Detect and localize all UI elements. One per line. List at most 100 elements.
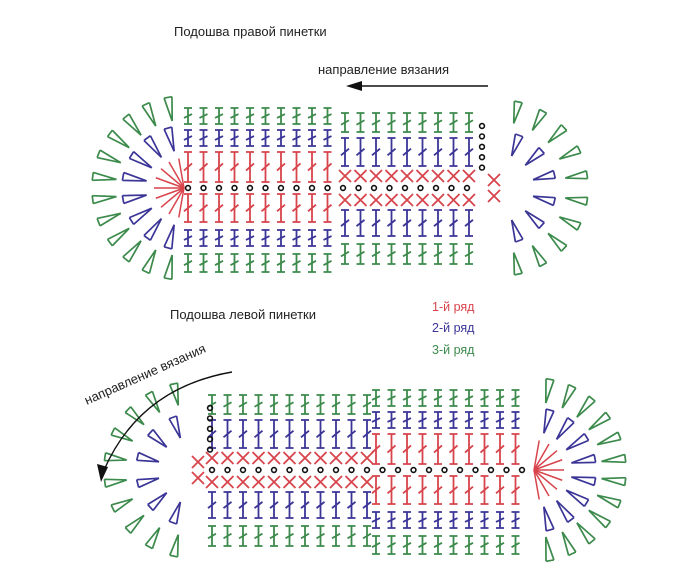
increase-stitch bbox=[96, 212, 122, 227]
treble-stitch bbox=[323, 107, 332, 125]
increase-stitch bbox=[124, 514, 145, 534]
treble-stitch bbox=[346, 419, 357, 449]
increase-stitch bbox=[571, 453, 597, 464]
legend-row-2: 2-й ряд bbox=[432, 321, 475, 335]
treble-stitch bbox=[433, 511, 443, 529]
treble-stitch bbox=[418, 389, 427, 407]
treble-stitch bbox=[331, 419, 341, 449]
increase-stitch bbox=[103, 451, 128, 462]
increase-stitch bbox=[163, 224, 176, 250]
increase-stitch bbox=[524, 146, 545, 166]
single-crochet-stitch bbox=[360, 475, 374, 489]
chain-stitch bbox=[206, 446, 214, 453]
treble-stitch bbox=[223, 525, 232, 547]
increase-stitch bbox=[143, 217, 163, 241]
treble-stitch bbox=[480, 511, 489, 529]
chain-stitch bbox=[239, 466, 247, 474]
treble-stitch bbox=[480, 411, 489, 429]
treble-stitch bbox=[464, 433, 474, 465]
treble-stitch bbox=[261, 129, 270, 147]
treble-stitch bbox=[322, 151, 333, 183]
increase-stitch bbox=[91, 194, 117, 205]
treble-stitch bbox=[323, 129, 332, 147]
treble-stitch bbox=[402, 137, 412, 167]
treble-stitch bbox=[417, 137, 428, 167]
fan-stitch bbox=[178, 187, 185, 218]
increase-stitch bbox=[135, 451, 160, 463]
single-crochet-stitch bbox=[298, 451, 312, 465]
treble-stitch bbox=[433, 137, 443, 167]
treble-stitch bbox=[433, 433, 443, 465]
treble-stitch bbox=[230, 107, 239, 125]
treble-stitch bbox=[323, 229, 332, 247]
treble-stitch bbox=[340, 243, 350, 265]
treble-stitch bbox=[340, 112, 350, 133]
chain-stitch bbox=[332, 466, 340, 474]
single-crochet-stitch bbox=[384, 193, 399, 207]
treble-stitch bbox=[387, 511, 396, 529]
chain-stitch bbox=[478, 122, 486, 130]
treble-stitch bbox=[245, 129, 255, 147]
increase-stitch bbox=[532, 169, 557, 181]
treble-stitch bbox=[223, 394, 232, 415]
treble-stitch bbox=[269, 419, 279, 449]
single-crochet-stitch bbox=[205, 451, 219, 465]
treble-stitch bbox=[291, 193, 302, 223]
treble-stitch bbox=[402, 535, 412, 555]
chain-stitch bbox=[255, 466, 262, 474]
treble-stitch bbox=[214, 253, 224, 273]
chain-stitch bbox=[448, 184, 455, 192]
single-crochet-stitch bbox=[205, 475, 219, 489]
treble-stitch bbox=[183, 253, 193, 273]
treble-stitch bbox=[307, 193, 317, 223]
treble-stitch bbox=[346, 491, 357, 519]
single-crochet-stitch bbox=[415, 193, 430, 207]
right-sole-title: Подошва правой пинетки bbox=[174, 24, 327, 39]
treble-stitch bbox=[449, 535, 458, 555]
increase-stitch bbox=[91, 171, 117, 182]
single-crochet-stitch bbox=[344, 475, 359, 489]
treble-stitch bbox=[292, 229, 301, 247]
treble-stitch bbox=[245, 193, 255, 223]
increase-stitch bbox=[124, 406, 145, 426]
treble-stitch bbox=[464, 243, 474, 265]
legend-row-3: 3-й ряд bbox=[432, 343, 475, 357]
treble-stitch bbox=[269, 525, 279, 547]
treble-stitch bbox=[448, 137, 459, 167]
fan-stitch bbox=[533, 459, 563, 471]
treble-stitch bbox=[315, 491, 326, 519]
treble-stitch bbox=[214, 151, 224, 183]
increase-stitch bbox=[106, 129, 130, 149]
increase-stitch bbox=[531, 108, 548, 132]
increase-stitch bbox=[588, 411, 612, 431]
treble-stitch bbox=[245, 253, 255, 273]
chain-stitch bbox=[379, 466, 386, 474]
treble-stitch bbox=[448, 475, 459, 505]
chain-stitch bbox=[277, 184, 285, 192]
treble-stitch bbox=[261, 229, 270, 247]
single-crochet-stitch bbox=[191, 471, 205, 485]
fan-stitch bbox=[160, 187, 185, 208]
increase-stitch bbox=[571, 476, 597, 487]
increase-stitch bbox=[531, 244, 548, 268]
increase-stitch bbox=[163, 126, 176, 152]
single-crochet-stitch bbox=[400, 169, 414, 183]
treble-stitch bbox=[480, 535, 489, 555]
single-crochet-stitch bbox=[329, 451, 343, 465]
chain-stitch bbox=[410, 466, 417, 474]
treble-stitch bbox=[253, 491, 264, 519]
increase-stitch bbox=[524, 210, 545, 230]
treble-stitch bbox=[260, 151, 271, 183]
treble-stitch bbox=[285, 394, 294, 415]
single-crochet-stitch bbox=[462, 193, 476, 207]
single-crochet-stitch bbox=[236, 475, 250, 489]
treble-stitch bbox=[387, 411, 396, 429]
treble-stitch bbox=[292, 253, 301, 273]
fan-stitch bbox=[533, 443, 550, 471]
increase-stitch bbox=[532, 195, 557, 207]
treble-stitch bbox=[269, 491, 279, 519]
treble-stitch bbox=[371, 511, 381, 529]
increase-stitch bbox=[596, 431, 622, 446]
treble-stitch bbox=[371, 209, 381, 237]
